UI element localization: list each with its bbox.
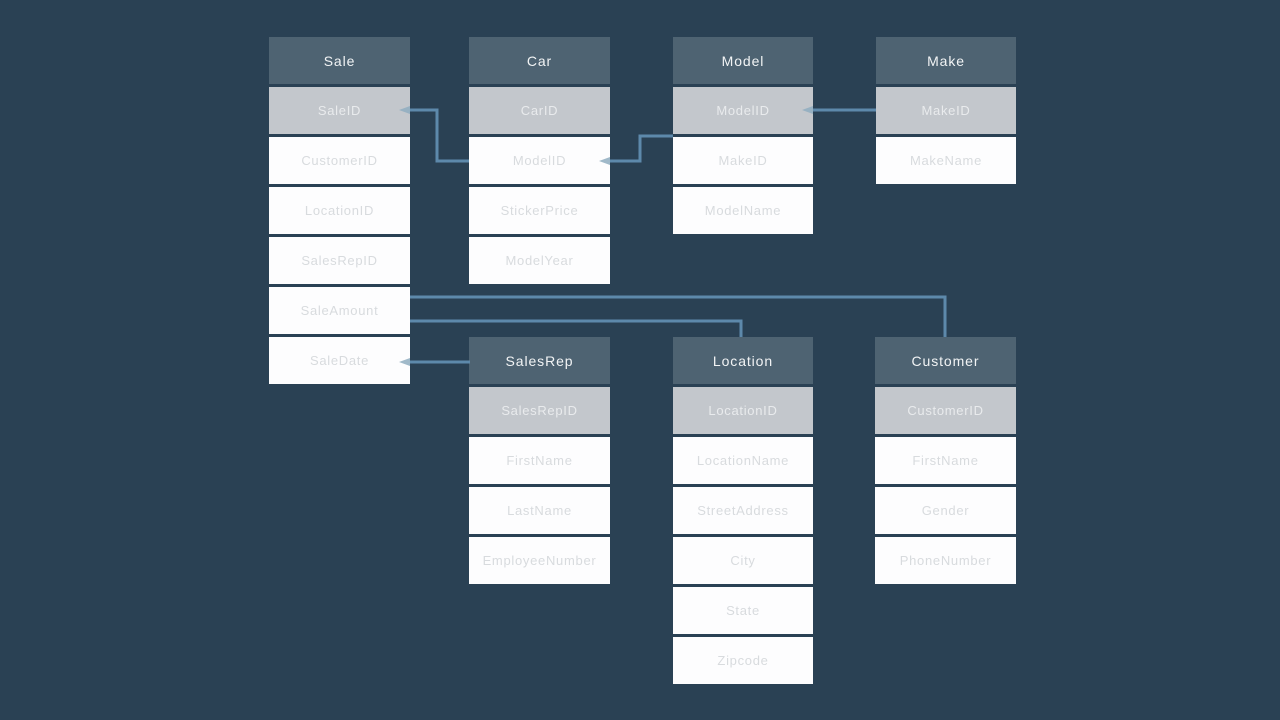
table-header-car[interactable]: Car xyxy=(469,37,610,84)
field-customer-phonenumber[interactable]: PhoneNumber xyxy=(875,537,1016,584)
connector-car-modelid-to-model xyxy=(610,134,673,163)
field-make-makename[interactable]: MakeName xyxy=(876,137,1016,184)
field-car-modelid[interactable]: ModelID xyxy=(469,137,610,184)
table-header-location[interactable]: Location xyxy=(673,337,813,384)
field-sale-saleid-primary-key[interactable]: SaleID xyxy=(269,87,410,134)
connector-sale-to-location xyxy=(410,319,743,337)
field-car-stickerprice[interactable]: StickerPrice xyxy=(469,187,610,234)
field-make-makeid-primary-key[interactable]: MakeID xyxy=(876,87,1016,134)
field-customer-firstname[interactable]: FirstName xyxy=(875,437,1016,484)
table-header-make[interactable]: Make xyxy=(876,37,1016,84)
field-model-modelname[interactable]: ModelName xyxy=(673,187,813,234)
field-sale-saledate[interactable]: SaleDate xyxy=(269,337,410,384)
field-sale-salesrepid[interactable]: SalesRepID xyxy=(269,237,410,284)
field-sale-locationid[interactable]: LocationID xyxy=(269,187,410,234)
table-header-sale[interactable]: Sale xyxy=(269,37,410,84)
table-header-customer[interactable]: Customer xyxy=(875,337,1016,384)
field-location-city[interactable]: City xyxy=(673,537,813,584)
field-salesrep-employeenumber[interactable]: EmployeeNumber xyxy=(469,537,610,584)
field-customer-customerid-primary-key[interactable]: CustomerID xyxy=(875,387,1016,434)
field-location-locationid-primary-key[interactable]: LocationID xyxy=(673,387,813,434)
field-model-makeid[interactable]: MakeID xyxy=(673,137,813,184)
field-model-modelid-primary-key[interactable]: ModelID xyxy=(673,87,813,134)
table-header-model[interactable]: Model xyxy=(673,37,813,84)
field-car-modelyear[interactable]: ModelYear xyxy=(469,237,610,284)
table-header-salesrep[interactable]: SalesRep xyxy=(469,337,610,384)
connector-sale-saleid-to-car xyxy=(410,108,469,163)
field-customer-gender[interactable]: Gender xyxy=(875,487,1016,534)
field-location-zipcode[interactable]: Zipcode xyxy=(673,637,813,684)
field-sale-saleamount[interactable]: SaleAmount xyxy=(269,287,410,334)
field-salesrep-lastname[interactable]: LastName xyxy=(469,487,610,534)
connector-sale-to-customer xyxy=(410,295,947,337)
field-location-streetaddress[interactable]: StreetAddress xyxy=(673,487,813,534)
field-location-state[interactable]: State xyxy=(673,587,813,634)
field-sale-customerid[interactable]: CustomerID xyxy=(269,137,410,184)
field-salesrep-salesrepid-primary-key[interactable]: SalesRepID xyxy=(469,387,610,434)
field-location-locationname[interactable]: LocationName xyxy=(673,437,813,484)
field-salesrep-firstname[interactable]: FirstName xyxy=(469,437,610,484)
field-car-carid-primary-key[interactable]: CarID xyxy=(469,87,610,134)
